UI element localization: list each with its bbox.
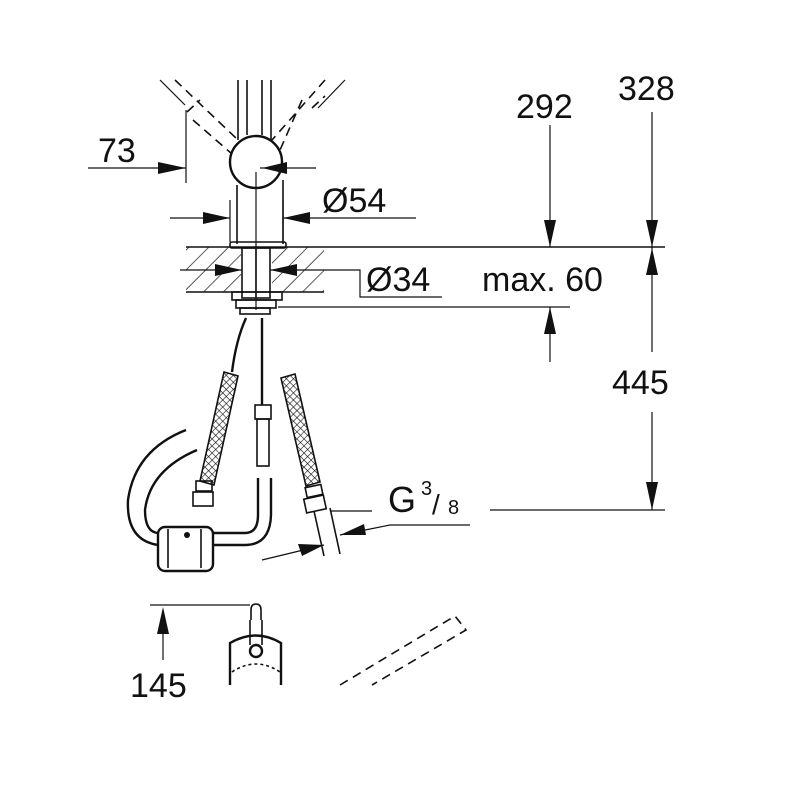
dimension-heights: max. 60 292 328 445 [278, 70, 675, 511]
thread-denominator: 8 [448, 497, 459, 519]
dim-145-label: 145 [130, 667, 187, 705]
dim-max60-label: max. 60 [482, 261, 603, 299]
supply-hoses [126, 317, 341, 573]
dimension-73: 73 [88, 110, 316, 183]
dim-292-label: 292 [516, 88, 573, 126]
spray-head: 145 [130, 603, 468, 705]
dimension-diameter-54: Ø54 [170, 182, 416, 242]
dim-73-label: 73 [98, 132, 136, 170]
dim-445-label: 445 [612, 364, 669, 402]
dim-34-label: Ø34 [366, 261, 430, 299]
dim-328-label: 328 [618, 70, 675, 108]
thread-numerator: 3 [421, 478, 432, 500]
thread-g-label: G [388, 479, 416, 520]
dimension-diameter-34: Ø34 [180, 261, 442, 299]
thread-slash: / [432, 489, 440, 520]
dimension-thread: G 3 / 8 [261, 478, 470, 561]
dim-54-label: Ø54 [322, 182, 386, 220]
